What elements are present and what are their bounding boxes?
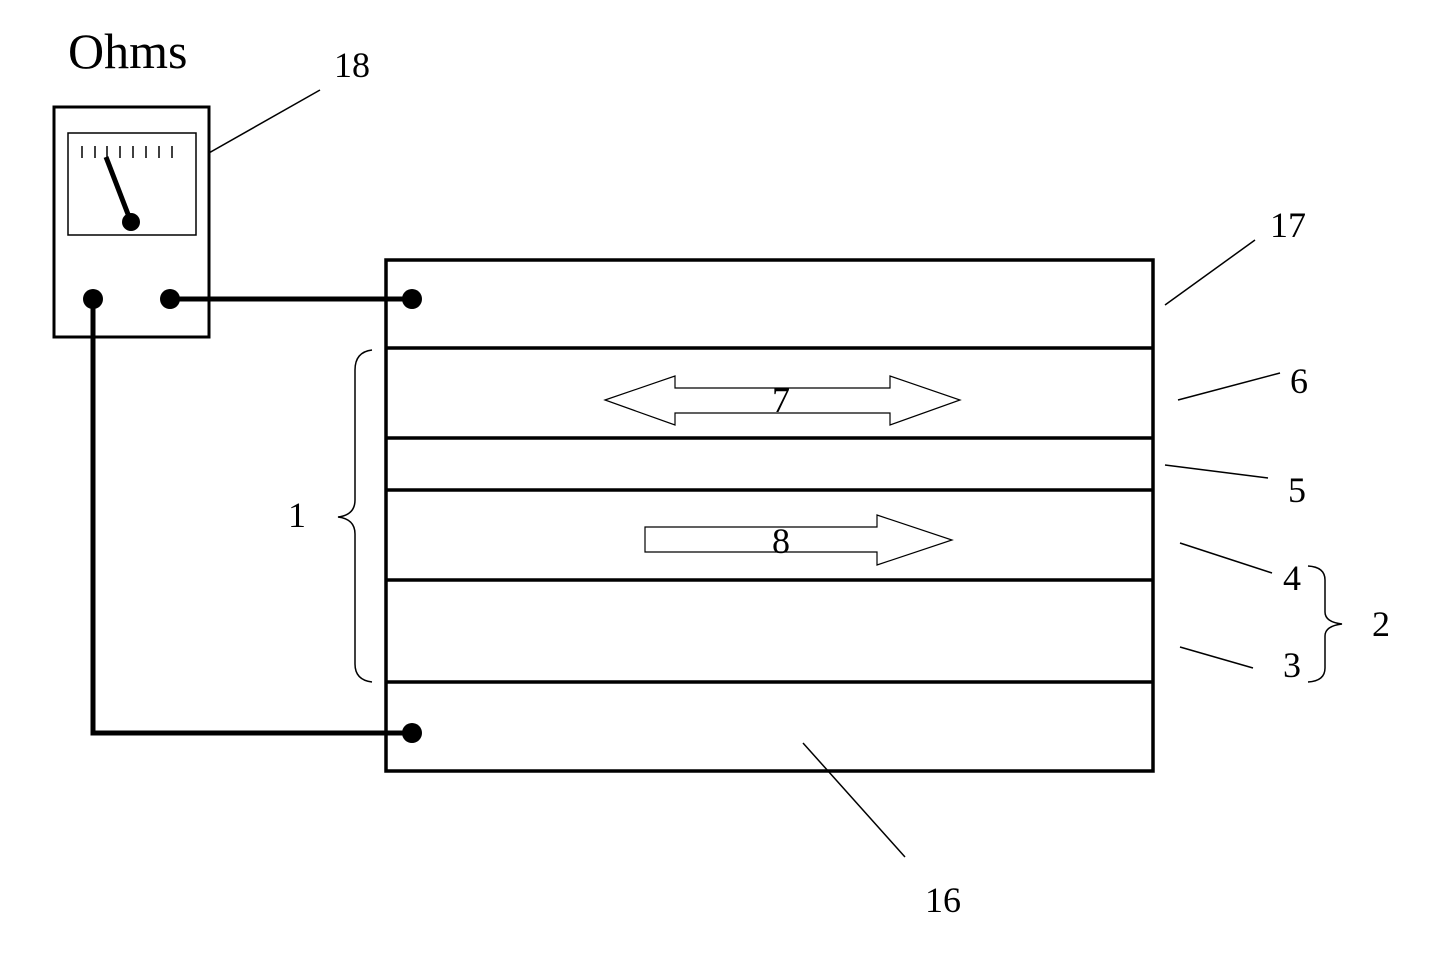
meter-label: 18 (334, 45, 370, 85)
bottom-layer-label: 16 (925, 880, 961, 920)
single-arrow (645, 515, 952, 565)
bottom-contact-dot (402, 723, 422, 743)
double-arrow-label: 7 (772, 380, 790, 420)
meter-title: Ohms (68, 23, 187, 79)
top-contact-dot (402, 289, 422, 309)
single-arrow-label: 8 (772, 521, 790, 561)
layer-d-label: 3 (1283, 645, 1301, 685)
layer-stack-outline (386, 260, 1153, 771)
bottom-layer-leader (803, 743, 905, 857)
layer-c-label: 4 (1283, 558, 1301, 598)
layer-b-label: 5 (1288, 470, 1306, 510)
right-brace (1308, 566, 1342, 682)
ohm-meter (54, 107, 209, 337)
top-layer-leader (1165, 240, 1255, 305)
meter-needle-pivot (122, 213, 140, 231)
layer-b-leader (1165, 465, 1268, 478)
bottom-wire (93, 299, 412, 733)
layer-stack (386, 260, 1153, 771)
left-brace-label: 1 (288, 495, 306, 535)
layer-c-leader (1180, 543, 1272, 573)
layer-a-label: 6 (1290, 361, 1308, 401)
layer-d-leader (1180, 647, 1253, 668)
layer-a-leader (1178, 373, 1280, 400)
right-brace-label: 2 (1372, 604, 1390, 644)
top-layer-label: 17 (1270, 205, 1306, 245)
left-brace (338, 350, 372, 682)
